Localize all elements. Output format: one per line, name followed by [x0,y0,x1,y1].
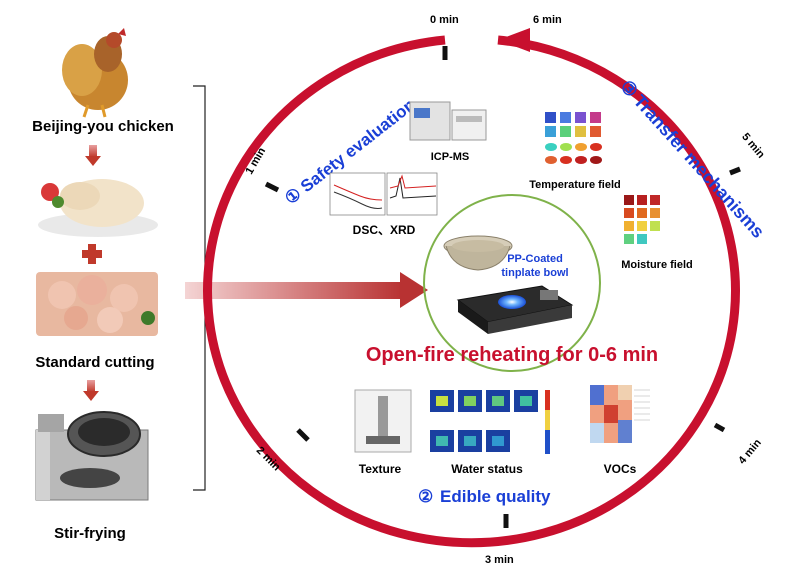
xrd-plot-image [386,172,438,216]
label-moisture-field: Moisture field [621,259,693,271]
time-label-6min: 6 min [533,14,562,26]
label-bowl-line1: PP-Coated [507,253,563,265]
label-water-status: Water status [451,462,523,476]
time-label-3min: 3 min [485,554,514,566]
plus-icon [82,244,102,264]
ring-arrowhead [498,28,530,52]
label-dsc-xrd: DSC、XRD [353,223,416,237]
time-label-4min: 4 min [736,437,764,467]
timeline-ring [203,35,740,548]
stir-fry-machine-image [35,411,149,501]
texture-analyzer-image [354,389,412,453]
water-status-image [430,390,550,454]
section-edible-label: Edible quality [440,487,551,506]
down-arrow-icon [83,380,99,401]
section-edible-number: ② [418,487,433,506]
label-icp-ms: ICP-MS [431,151,470,163]
label-temperature-field: Temperature field [529,179,621,191]
vocs-heatmap-image [590,385,650,443]
ring-ticks [264,46,741,528]
process-arrow [185,272,428,308]
label-texture: Texture [359,462,402,476]
label-beijing-you-chicken: Beijing-you chicken [32,118,174,135]
bowl-stove-circle [423,194,601,372]
tinplate-bowl-image [443,235,513,271]
chicken-image [62,28,128,118]
down-arrow-icon [85,145,101,166]
label-vocs: VOCs [604,462,637,476]
label-standard-cutting: Standard cutting [35,354,154,371]
label-stir-frying: Stir-frying [54,525,126,542]
section-transfer-label: Transfer mechanisms [630,91,769,242]
center-title: Open-fire reheating for 0-6 min [366,344,658,366]
time-label-0min: 0 min [430,14,459,26]
label-bowl-line2: tinplate bowl [501,267,568,279]
cut-meat-image [36,272,158,336]
gas-stove-image [456,285,574,334]
moisture-field-image [624,195,660,244]
temperature-field-image [545,112,602,164]
dsc-plot-image [329,172,386,216]
plucked-chicken-image [38,179,158,237]
icp-ms-image [409,101,487,141]
time-label-5min: 5 min [739,131,767,161]
